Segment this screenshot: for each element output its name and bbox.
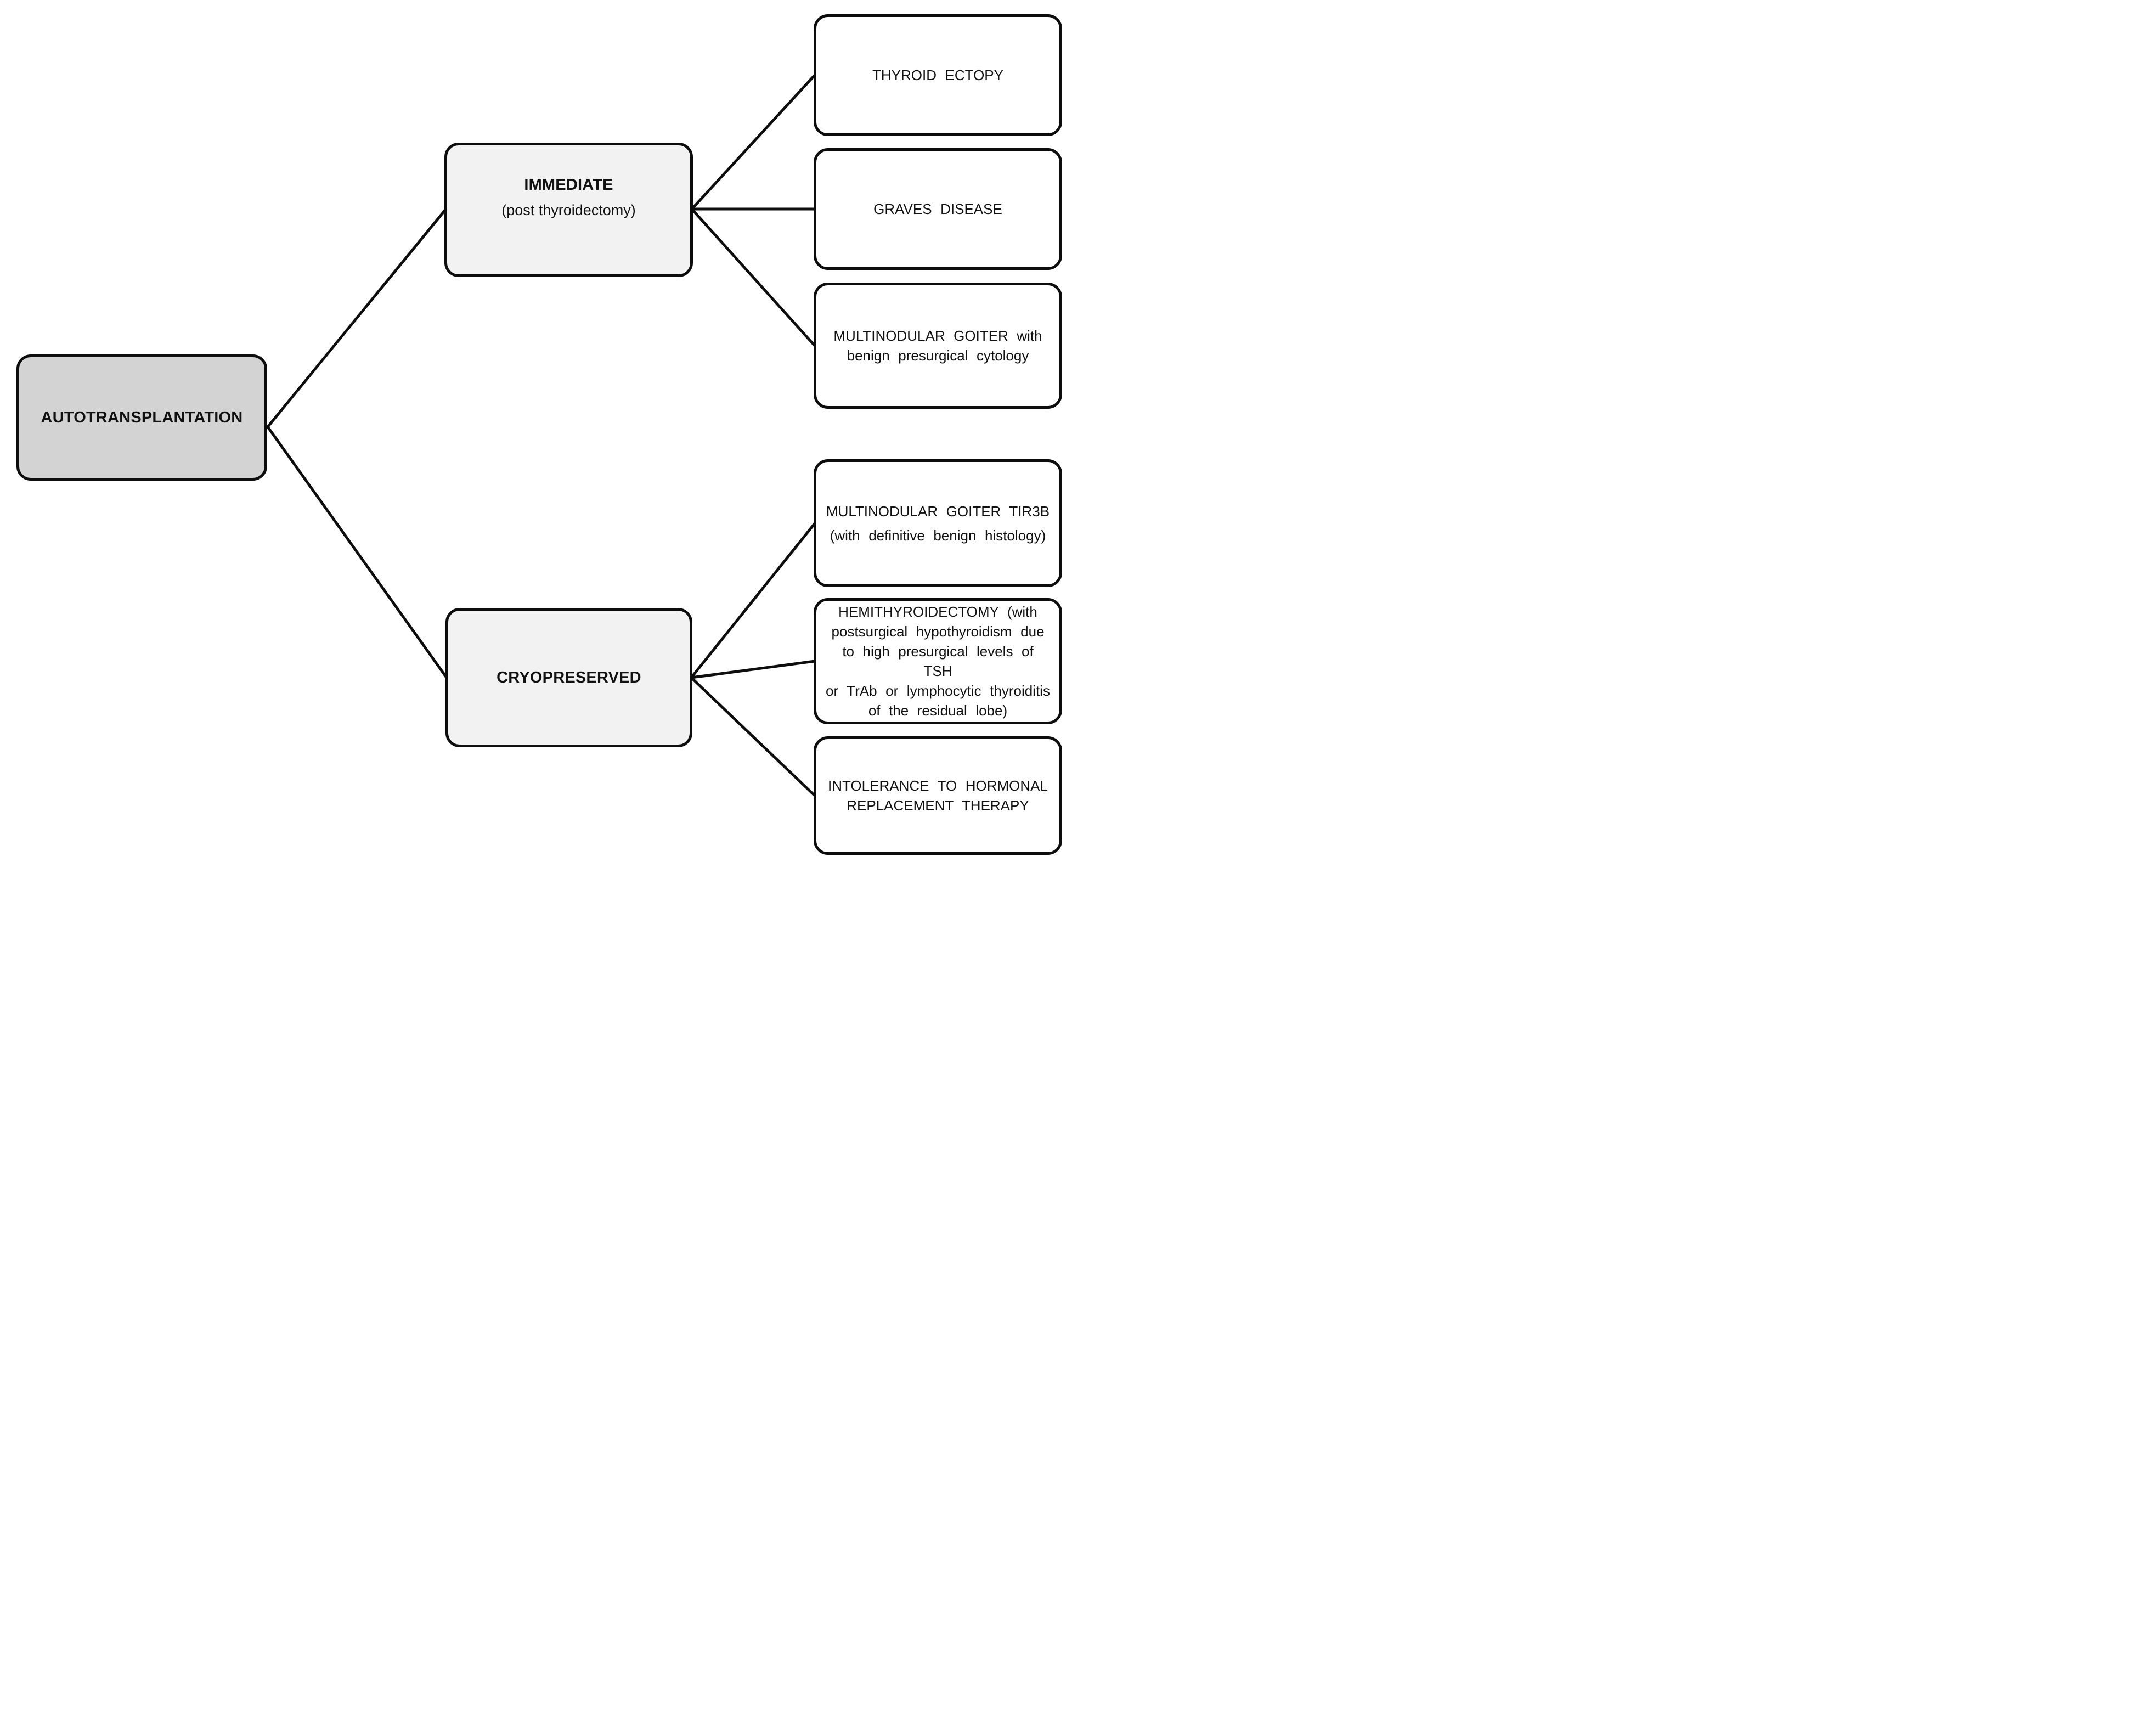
leaf-text-line: MULTINODULAR GOITER TIR3B xyxy=(826,503,1050,520)
branch-node-cryopreserved: CRYOPRESERVED xyxy=(445,608,692,747)
connector-immediate-goiter xyxy=(690,207,816,347)
connector-lines xyxy=(266,74,816,797)
root-node-label: AUTOTRANSPLANTATION xyxy=(41,408,243,426)
connector-immediate-ectopy xyxy=(690,74,816,211)
branch-node-immediate: IMMEDIATE (post thyroidectomy) xyxy=(444,143,693,277)
leaf-text-line: of the residual lobe) xyxy=(868,702,1008,719)
root-node-autotransplantation: AUTOTRANSPLANTATION xyxy=(16,354,267,481)
leaf-text-line: to high presurgical levels of TSH xyxy=(842,643,1034,679)
leaf-node-hemithyroidectomy: HEMITHYROIDECTOMY (with postsurgical hyp… xyxy=(814,598,1062,724)
leaf-text-line: THYROID ECTOPY xyxy=(872,67,1003,83)
branch-cryopreserved-title: CRYOPRESERVED xyxy=(497,668,641,686)
leaf-text-line: REPLACEMENT THERAPY xyxy=(847,797,1029,814)
leaf-node-thyroid-ectopy: THYROID ECTOPY xyxy=(814,14,1062,136)
flowchart-canvas: AUTOTRANSPLANTATION IMMEDIATE (post thyr… xyxy=(0,0,1078,868)
leaf-text-line: GRAVES DISEASE xyxy=(873,201,1002,217)
leaf-text-line: HEMITHYROIDECTOMY (with xyxy=(838,604,1037,620)
connector-cryo-intolerance xyxy=(690,676,816,797)
leaf-text-line: INTOLERANCE TO HORMONAL xyxy=(828,777,1048,794)
connector-cryo-hemithyroid xyxy=(690,660,816,679)
leaf-node-multinodular-goiter-benign: MULTINODULAR GOITER with benign presurgi… xyxy=(814,283,1062,409)
leaf-node-intolerance-hormonal: INTOLERANCE TO HORMONAL REPLACEMENT THER… xyxy=(814,736,1062,855)
leaf-text-line: (with definitive benign histology) xyxy=(830,527,1046,544)
leaf-node-multinodular-goiter-tir3b: MULTINODULAR GOITER TIR3B (with definiti… xyxy=(814,459,1062,587)
branch-immediate-title: IMMEDIATE xyxy=(524,176,613,194)
connector-root-cryopreserved xyxy=(266,425,448,679)
branch-immediate-subtitle: (post thyroidectomy) xyxy=(501,201,636,218)
leaf-text-line: postsurgical hypothyroidism due xyxy=(831,623,1045,640)
connector-cryo-tir3b xyxy=(690,522,816,679)
leaf-text-line: benign presurgical cytology xyxy=(847,347,1029,364)
connector-root-immediate xyxy=(266,208,447,429)
leaf-node-graves-disease: GRAVES DISEASE xyxy=(814,148,1062,270)
leaf-text-line: or TrAb or lymphocytic thyroiditis xyxy=(826,683,1050,699)
leaf-text-line: MULTINODULAR GOITER with xyxy=(833,328,1042,344)
